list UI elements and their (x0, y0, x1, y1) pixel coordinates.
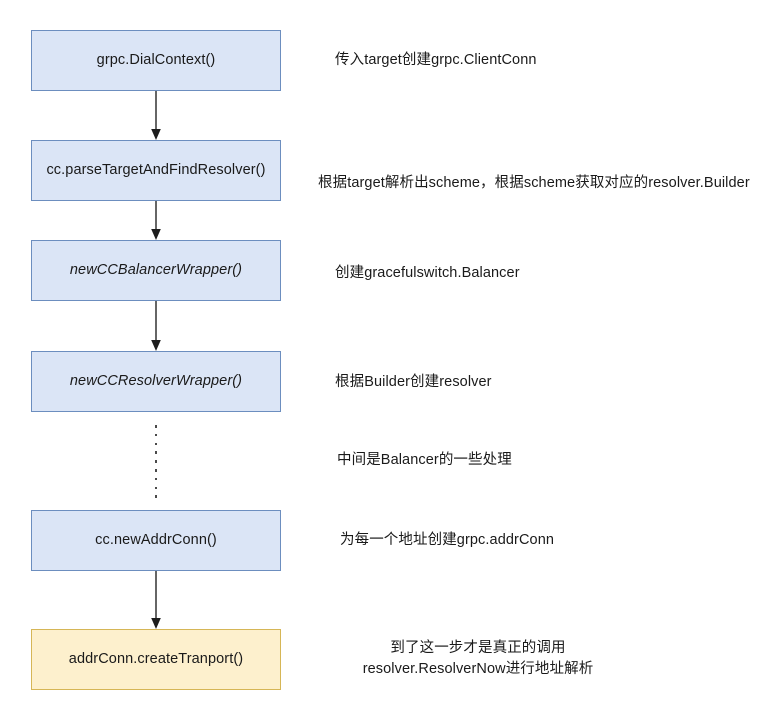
dot (154, 460, 158, 463)
connector-addrconn-to-transport (148, 571, 164, 629)
node-dial-context[interactable]: grpc.DialContext() (31, 30, 281, 91)
dot (154, 486, 158, 490)
node-resolver-wrapper[interactable]: newCCResolverWrapper() (31, 351, 281, 412)
annotation-resolver-wrapper: 根据Builder创建resolver (335, 374, 492, 390)
node-create-transport[interactable]: addrConn.createTranport() (31, 629, 281, 690)
annotation-new-addr-conn: 为每一个地址创建grpc.addrConn (340, 532, 555, 548)
node-label: grpc.DialContext() (96, 52, 216, 69)
arrowhead-icon (151, 129, 161, 140)
arrowhead-icon (151, 229, 161, 240)
annotation-dial-context: 传入target创建grpc.ClientConn (335, 52, 537, 68)
annotation-create-transport: 到了这一步才是真正的调用 resolver.ResolverNow进行地址解析 (362, 640, 594, 678)
dot (154, 442, 158, 446)
dot (154, 495, 158, 498)
node-label: cc.parseTargetAndFindResolver() (46, 162, 266, 179)
dot (154, 468, 158, 472)
arrowhead-icon (151, 618, 161, 629)
annotation-middle-dots: 中间是Balancer的一些处理 (337, 452, 512, 468)
dot (154, 433, 158, 437)
connector-balancer-to-resolver (148, 301, 164, 351)
arrowhead-icon (151, 340, 161, 351)
dot (154, 425, 158, 428)
dot (154, 451, 158, 454)
node-label: newCCBalancerWrapper() (69, 262, 243, 279)
connector-parse-to-balancer (148, 201, 164, 240)
annotation-balancer-wrapper: 创建gracefulswitch.Balancer (335, 265, 520, 281)
node-parse-target[interactable]: cc.parseTargetAndFindResolver() (31, 140, 281, 201)
node-label: addrConn.createTranport() (68, 651, 244, 668)
connector-resolver-to-addrconn (150, 425, 162, 498)
node-balancer-wrapper[interactable]: newCCBalancerWrapper() (31, 240, 281, 301)
annotation-parse-target: 根据target解析出scheme，根据scheme获取对应的resolver.… (318, 175, 750, 191)
dot (154, 477, 158, 481)
node-label: newCCResolverWrapper() (69, 373, 243, 390)
node-new-addr-conn[interactable]: cc.newAddrConn() (31, 510, 281, 571)
node-label: cc.newAddrConn() (95, 532, 217, 549)
connector-dial-to-parse (148, 91, 164, 140)
